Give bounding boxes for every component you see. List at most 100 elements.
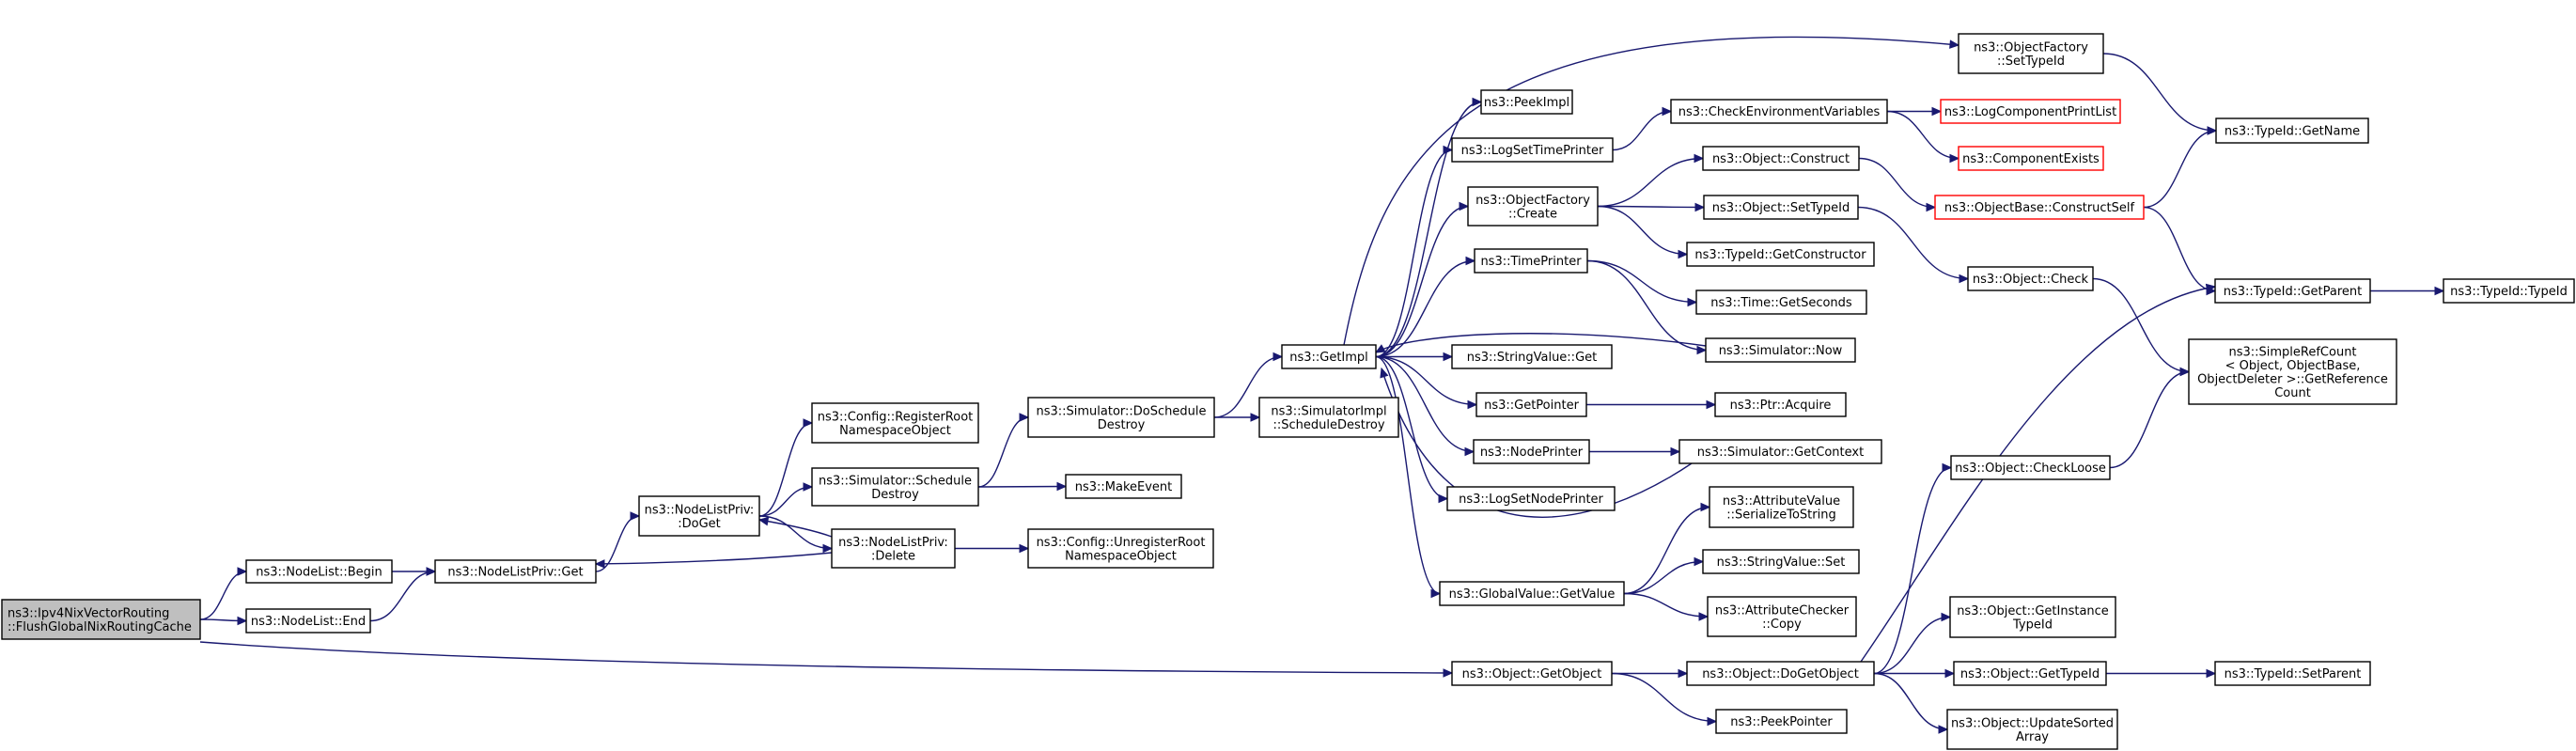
node-object-gettypeid[interactable]: ns3::Object::GetTypeId (1953, 661, 2107, 686)
node-object-settypeid[interactable]: ns3::Object::SetTypeId (1703, 195, 1859, 220)
node-box (1027, 397, 1215, 438)
node-box (1678, 439, 1882, 464)
node-logsetnodeprinter[interactable]: ns3::LogSetNodePrinter (1446, 486, 1616, 511)
node-typeid-getconstructor[interactable]: ns3::TypeId::GetConstructor (1686, 242, 1875, 267)
edge-checkenvvars-to-componentexists (1886, 110, 1960, 164)
node-makeevent[interactable]: ns3::MakeEvent (1065, 474, 1182, 499)
node-nodelistpriv-doget[interactable]: ns3::NodeListPriv::DoGet (638, 495, 760, 537)
node-objectfactory-settypeid[interactable]: ns3::ObjectFactory::SetTypeId (1958, 33, 2104, 74)
node-label: ns3::SimpleRefCount (2228, 345, 2356, 359)
node-box (1702, 549, 1860, 574)
node-box (1451, 661, 1613, 686)
node-label: ObjectDeleter >::GetReference (2197, 372, 2388, 386)
node-simulatorimpl-scheduledestroy[interactable]: ns3::SimulatorImpl::ScheduleDestroy (1258, 397, 1399, 438)
node-checkenvvars[interactable]: ns3::CheckEnvironmentVariables (1670, 99, 1888, 124)
edge-getimpl-to-getpointer (1375, 355, 1478, 410)
node-label: ::Create (1508, 207, 1557, 221)
node-box (1467, 186, 1599, 227)
node-typeid-getname[interactable]: ns3::TypeId::GetName (2215, 117, 2369, 144)
node-box (1065, 474, 1182, 499)
edge-getimpl-to-globalvalue_getvalue (1375, 355, 1442, 599)
node-simplerefcount[interactable]: ns3::SimpleRefCount< Object, ObjectBase,… (2188, 338, 2397, 405)
arrowhead-icon (822, 543, 834, 554)
node-label: ns3::Simulator::GetContext (1697, 446, 1864, 460)
node-ptr-acquire[interactable]: ns3::Ptr::Acquire (1714, 392, 1847, 417)
arrowhead-icon (1694, 556, 1705, 567)
node-box (2214, 661, 2371, 686)
arrowhead-icon (1459, 201, 1470, 211)
node-config-unregisterroot[interactable]: ns3::Config::UnregisterRootNamespaceObje… (1027, 528, 1214, 569)
node-nodelistpriv-get[interactable]: ns3::NodeListPriv::Get (434, 559, 597, 584)
node-peekpointer[interactable]: ns3::PeekPointer (1715, 709, 1848, 734)
node-label: ns3::PeekImpl (1484, 96, 1569, 110)
node-nodelistpriv-delete[interactable]: ns3::NodeListPriv::Delete (831, 528, 956, 569)
node-getpointer[interactable]: ns3::GetPointer (1475, 392, 1587, 417)
node-object-construct[interactable]: ns3::Object::Construct (1702, 146, 1860, 171)
edge-getimpl-to-nodeprinter (1375, 355, 1475, 457)
node-attributevalue-serialize[interactable]: ns3::AttributeValue::SerializeToString (1709, 486, 1854, 528)
arrowhead-icon (2434, 286, 2445, 296)
node-timeprinter[interactable]: ns3::TimePrinter (1474, 248, 1588, 274)
node-label: ns3::StringValue::Get (1467, 351, 1597, 365)
arrowhead-icon (237, 616, 248, 626)
edge-nodelistpriv_doget-to-config_registerroot (758, 418, 814, 517)
arrowhead-icon (1696, 345, 1708, 355)
node-simulator-now[interactable]: ns3::Simulator::Now (1705, 337, 1856, 363)
node-simulator-scheduledestroy[interactable]: ns3::Simulator::ScheduleDestroy (811, 467, 979, 507)
node-box (2443, 278, 2575, 304)
node-objectfactory-create[interactable]: ns3::ObjectFactory::Create (1467, 186, 1599, 227)
arrowhead-icon (237, 567, 248, 576)
node-time-getseconds[interactable]: ns3::Time::GetSeconds (1695, 289, 1867, 315)
arrowhead-icon (1698, 612, 1710, 621)
node-object-getobject[interactable]: ns3::Object::GetObject (1451, 661, 1613, 686)
node-label: ns3::Config::RegisterRoot (818, 410, 974, 424)
node-label: ns3::TypeId::GetParent (2224, 285, 2363, 299)
node-nodeprinter[interactable]: ns3::NodePrinter (1473, 439, 1590, 464)
node-label: :DoGet (678, 517, 721, 531)
edge-root-to-object_getobject (199, 641, 1454, 678)
node-objectbase-constructself[interactable]: ns3::ObjectBase::ConstructSelf (1934, 195, 2145, 220)
node-typeid-setparent[interactable]: ns3::TypeId::SetParent (2214, 661, 2371, 686)
node-logsettimeprinter[interactable]: ns3::LogSetTimePrinter (1451, 137, 1614, 163)
node-box (1451, 344, 1613, 369)
node-logcomponentprintlist[interactable]: ns3::LogComponentPrintList (1940, 99, 2121, 124)
node-attributechecker-copy[interactable]: ns3::AttributeChecker::Copy (1707, 596, 1857, 637)
node-typeid-typeid[interactable]: ns3::TypeId::TypeId (2443, 278, 2575, 304)
node-box (638, 495, 760, 537)
node-box (1940, 99, 2121, 124)
node-label: ns3::Time::GetSeconds (1710, 296, 1852, 310)
node-label: NamespaceObject (839, 424, 951, 438)
node-nodelist-end[interactable]: ns3::NodeList::End (245, 608, 371, 634)
arrowhead-icon (1694, 153, 1705, 164)
node-label: ns3::AttributeChecker (1715, 603, 1850, 618)
node-object-dogetobject[interactable]: ns3::Object::DoGetObject (1686, 661, 1875, 686)
node-object-check[interactable]: ns3::Object::Check (1967, 266, 2094, 291)
node-root: ns3::Ipv4NixVectorRouting::FlushGlobalNi… (1, 599, 201, 640)
node-label: ns3::GetPointer (1484, 399, 1579, 413)
node-label: ns3::Object::UpdateSorted (1951, 716, 2114, 730)
node-box (811, 467, 979, 507)
edge-timeprinter-to-time_getseconds (1586, 259, 1698, 307)
node-typeid-getparent[interactable]: ns3::TypeId::GetParent (2214, 278, 2371, 304)
node-stringvalue-set[interactable]: ns3::StringValue::Set (1702, 549, 1860, 574)
node-object-checkloose[interactable]: ns3::Object::CheckLoose (1950, 455, 2111, 480)
node-globalvalue-getvalue[interactable]: ns3::GlobalValue::GetValue (1439, 581, 1625, 606)
node-nodelist-begin[interactable]: ns3::NodeList::Begin (245, 559, 393, 584)
node-componentexists[interactable]: ns3::ComponentExists (1958, 146, 2104, 171)
arrowhead-icon (594, 559, 605, 569)
edge-object_dogetobject-to-object_gettypeid (1874, 668, 1956, 679)
arrowhead-icon (1056, 481, 1068, 492)
node-simulator-getcontext[interactable]: ns3::Simulator::GetContext (1678, 439, 1882, 464)
arrowhead-icon (1938, 725, 1949, 734)
node-label: ns3::ObjectBase::ConstructSelf (1944, 201, 2135, 215)
edge-timeprinter-to-simulator_now (1586, 259, 1708, 355)
node-getimpl[interactable]: ns3::GetImpl (1281, 344, 1377, 369)
node-peekimpl[interactable]: ns3::PeekImpl (1480, 89, 1573, 115)
node-label: ns3::TypeId::SetParent (2225, 667, 2362, 681)
node-box (1703, 195, 1859, 220)
node-stringvalue-get[interactable]: ns3::StringValue::Get (1451, 344, 1613, 369)
